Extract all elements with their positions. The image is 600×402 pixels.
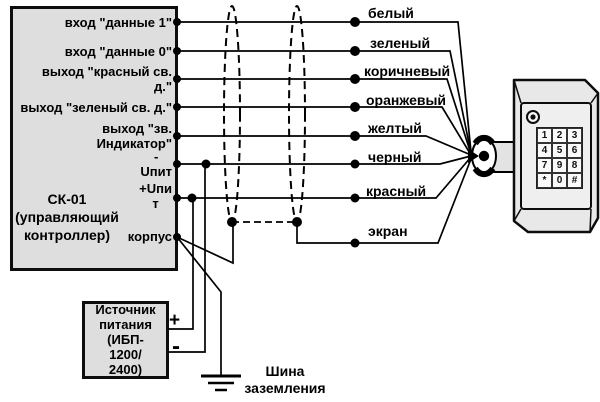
- cable-sheath-ellipse-2: [288, 5, 306, 223]
- wire-label-green: зеленый: [370, 35, 431, 51]
- keypad-key-star: *: [537, 173, 552, 188]
- case-to-ground-line: [176, 236, 222, 375]
- wire-line-red: [177, 156, 472, 199]
- led-indicator-icon: [526, 110, 540, 124]
- wire-line-orange: [177, 106, 472, 156]
- cable-body: [483, 141, 515, 173]
- wire-label-brown: коричневый: [364, 63, 451, 79]
- port-label-plus-upit: +Uпи т: [139, 181, 172, 211]
- port-label-green-led-output: выход "зеленый св. д.": [20, 100, 172, 115]
- cable-sheath-ellipse-1: [223, 5, 241, 223]
- keypad-key-9: 9: [552, 158, 567, 173]
- keypad-key-6: 6: [567, 143, 582, 158]
- port-label-buzzer-output: выход "зв. Индикатор": [96, 121, 172, 151]
- keypad-key-hash: #: [567, 173, 582, 188]
- wire-line-brown: [177, 78, 472, 155]
- keypad-key-7: 7: [537, 158, 552, 173]
- keypad-key-0: 0: [552, 173, 567, 188]
- connection-dots: [173, 17, 360, 248]
- keypad-key-8: 8: [567, 158, 582, 173]
- wire-label-black: черный: [368, 149, 422, 165]
- wire-label-white: белый: [368, 5, 414, 21]
- wire-line-black: [177, 155, 472, 165]
- case-to-shield-line: [176, 222, 234, 265]
- minus-terminal-label: -: [172, 333, 180, 360]
- port-label-minus-upit: - Uпит: [140, 149, 172, 179]
- port-label-case: корпус: [127, 229, 172, 244]
- power-supply-label: Источник питания (ИБП- 1200/ 2400): [95, 302, 156, 377]
- wire-line-yellow: [177, 135, 472, 156]
- led-indicator-dot: [530, 114, 536, 120]
- wire-label-red: красный: [366, 183, 427, 199]
- cable-end-icon: [468, 134, 497, 178]
- ground-bus-label: Шина заземления: [244, 363, 326, 396]
- wire-label-yellow: желтый: [368, 120, 422, 136]
- keypad-key-1: 1: [537, 128, 552, 143]
- power-supply-box: [82, 301, 169, 379]
- port-label-red-led-output: выход "красный св. д.": [41, 64, 172, 94]
- keypad-key-2: 2: [552, 128, 567, 143]
- port-label-data0-input: вход "данные 0": [64, 44, 172, 59]
- keypad-keys: 1 2 3 4 5 6 7 9 8 * 0 #: [536, 127, 583, 189]
- wire-label-shield: экран: [368, 223, 408, 239]
- plus-terminal-label: +: [169, 310, 181, 331]
- wire-label-orange: оранжевый: [366, 92, 447, 108]
- keypad-key-3: 3: [567, 128, 582, 143]
- keypad-key-5: 5: [552, 143, 567, 158]
- keypad-key-4: 4: [537, 143, 552, 158]
- port-label-data1-input: вход "данные 1": [64, 15, 172, 30]
- controller-box: [10, 6, 178, 271]
- controller-title: СК-01 (управляющий контроллер): [15, 191, 119, 243]
